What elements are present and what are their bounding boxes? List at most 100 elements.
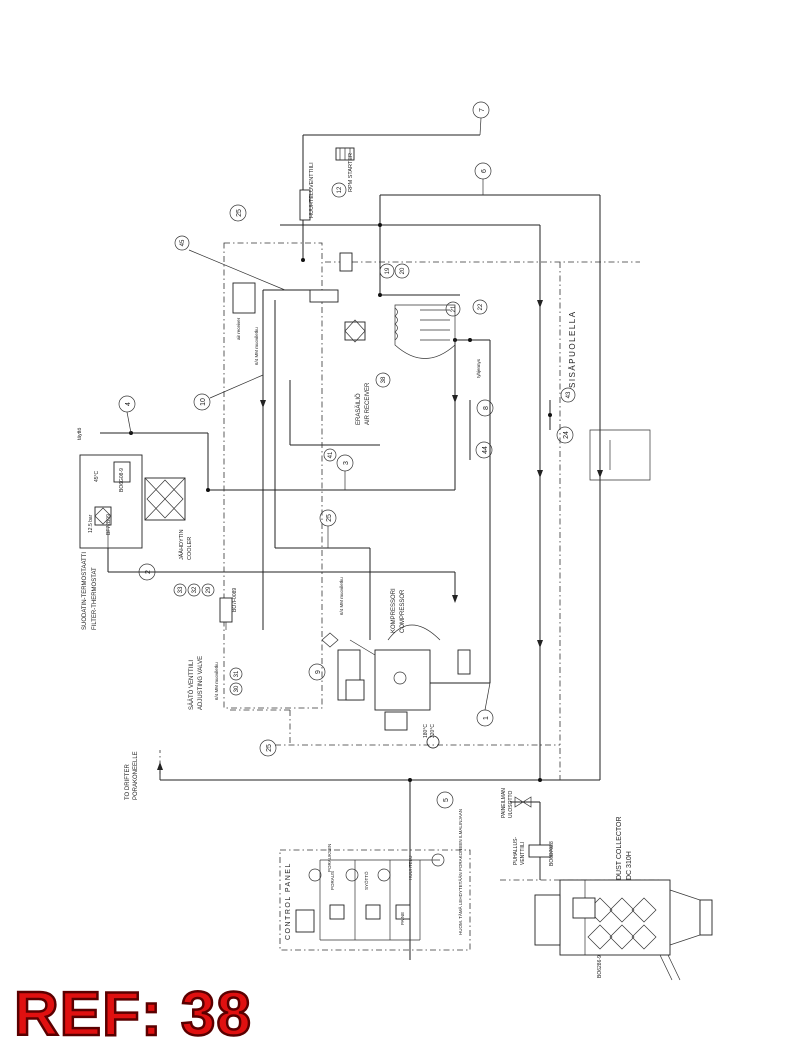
label-syotto: SYÖTTÖ <box>363 871 369 890</box>
label-part-dust: BO6286-9 <box>597 955 603 978</box>
compressor-assembly <box>321 624 471 749</box>
label-poraus: PORAUS <box>330 871 335 890</box>
pipe-network <box>100 134 601 960</box>
shutoff-valve <box>514 796 532 808</box>
svg-text:2: 2 <box>145 570 152 574</box>
pressure-gauge <box>426 735 440 749</box>
svg-text:9: 9 <box>315 670 322 674</box>
label-puhallus-2: VENTTIILI <box>520 842 526 865</box>
svg-text:20: 20 <box>400 267 406 274</box>
svg-text:4: 4 <box>125 402 132 406</box>
svg-text:6: 6 <box>481 169 488 173</box>
ref-number-label: REF: 38 <box>13 982 252 1047</box>
callout-1-text: 1 <box>483 716 490 720</box>
callout-19: 19 <box>379 263 395 279</box>
label-temp-max: 180°C <box>423 724 429 738</box>
label-cooler-en: COOLER <box>187 537 193 560</box>
callout-20: 20 <box>394 263 410 279</box>
label-paineilma-1: PAINEILMAN <box>501 788 507 818</box>
label-temp-max2: 320°C <box>430 724 436 738</box>
svg-text:38: 38 <box>381 376 387 383</box>
svg-text:45: 45 <box>180 239 186 246</box>
label-pressure-setting: 12.5 bar <box>88 514 94 533</box>
callout-2: 2 <box>138 563 156 581</box>
label-huuhtelu: HUUHTELU <box>408 855 413 880</box>
callout-10: 10 <box>193 374 264 411</box>
label-cooler-fi: JÄÄHDYTIN <box>178 529 185 560</box>
svg-text:43: 43 <box>566 391 572 398</box>
rpm-starter-symbol <box>299 147 355 221</box>
callout-9: 9 <box>308 663 326 681</box>
air-receiver <box>394 304 456 359</box>
svg-text:33: 33 <box>178 586 184 593</box>
label-compressor-fi: KOMPRESSORI <box>391 588 397 633</box>
label-hose-1: 6/4 MM muoviletku <box>254 327 259 365</box>
svg-text:8: 8 <box>483 406 490 410</box>
label-part-puhallus: BO6D7028 <box>549 841 555 866</box>
label-hose-2: 6/4 MM muoviletku <box>339 577 344 615</box>
label-part-cooler-valve: BO6G08-9 <box>119 468 125 492</box>
callout-44: 44 <box>475 441 493 459</box>
callout-32: 32 <box>187 583 201 597</box>
label-rpm-starter: RPM STARTER <box>348 153 354 192</box>
ref-prefix: REF: <box>13 980 163 1049</box>
label-compressor-en: COMPRESSOR <box>400 589 406 633</box>
label-part-adjusting: BO7F0089 <box>232 588 238 612</box>
svg-text:24: 24 <box>563 431 570 439</box>
label-hose-3: 6/4 MM muoviletku <box>214 662 219 700</box>
svg-text:5: 5 <box>443 798 450 802</box>
labels: täyttö JÄÄHDYTIN COOLER SUODATIN-TERMOST… <box>77 153 633 978</box>
label-filter-thermostat-en: FILTER-THERMOSTAT <box>92 567 98 630</box>
svg-text:7: 7 <box>479 108 486 112</box>
label-adjusting-en: ADJUSTING VALVE <box>198 656 204 710</box>
ref-number: 38 <box>180 980 252 1049</box>
svg-text:10: 10 <box>200 398 207 406</box>
callout-6: 6 <box>474 162 492 195</box>
junctions <box>129 223 552 782</box>
label-filter-thermostat-fi: SUODATIN-TERMOSTAATTI <box>82 552 88 630</box>
callout-8: 8 <box>476 399 494 417</box>
label-paineilma-2: ULOSOTTO <box>508 790 514 818</box>
label-air-receiver-small: air receiver <box>236 317 241 340</box>
label-tyhjennys: tyhjennys <box>476 358 481 378</box>
callout-25a: 25 <box>229 204 247 222</box>
flow-arrows <box>157 300 603 770</box>
label-hk-valve: HUUHTELUVENTTIILI <box>309 162 315 218</box>
callout-3: 3 <box>336 454 354 490</box>
cooler-filter-block <box>79 454 186 549</box>
svg-text:31: 31 <box>234 670 240 677</box>
callout-33: 33 <box>173 583 187 597</box>
svg-text:19: 19 <box>385 267 391 274</box>
label-to-drifter-2: PORAKONEELLE <box>133 751 139 800</box>
callout-7: 7 <box>472 101 490 136</box>
callout-25c: 25 <box>259 739 277 757</box>
control-panel <box>279 849 471 951</box>
label-to-drifter-1: TO DRIFTER <box>125 763 131 800</box>
callout-21: 21 <box>445 301 461 317</box>
callout-22: 22 <box>472 299 488 315</box>
info-box <box>589 429 651 481</box>
svg-text:12: 12 <box>337 186 343 193</box>
callout-43: 43 <box>560 387 576 403</box>
adjusting-valve <box>219 597 233 630</box>
svg-text:25: 25 <box>326 514 333 522</box>
label-sisapuolella: SISÄPUOLELLA <box>568 310 577 388</box>
callout-4: 4 <box>118 395 136 434</box>
svg-text:32: 32 <box>192 586 198 593</box>
label-porauksen: PORAUKSEN <box>327 844 332 872</box>
label-part-filter: BF72B09 <box>106 514 112 535</box>
callout-30: 30 <box>229 682 243 696</box>
svg-text:22: 22 <box>478 303 484 310</box>
svg-text:25: 25 <box>266 744 273 752</box>
callout-25b: 25 <box>319 509 337 548</box>
svg-text:3: 3 <box>343 461 350 465</box>
callout-29: 29 <box>201 583 215 597</box>
callout-38: 38 <box>375 372 391 388</box>
svg-text:44: 44 <box>482 446 489 454</box>
dust-collector <box>534 879 713 981</box>
callouts: 1 2 3 4 5 6 7 8 9 10 24 25 25 25 29 30 3… <box>118 101 576 809</box>
callout-5: 5 <box>436 791 454 809</box>
svg-text:41: 41 <box>328 451 334 458</box>
callout-12: 12 <box>331 182 347 198</box>
